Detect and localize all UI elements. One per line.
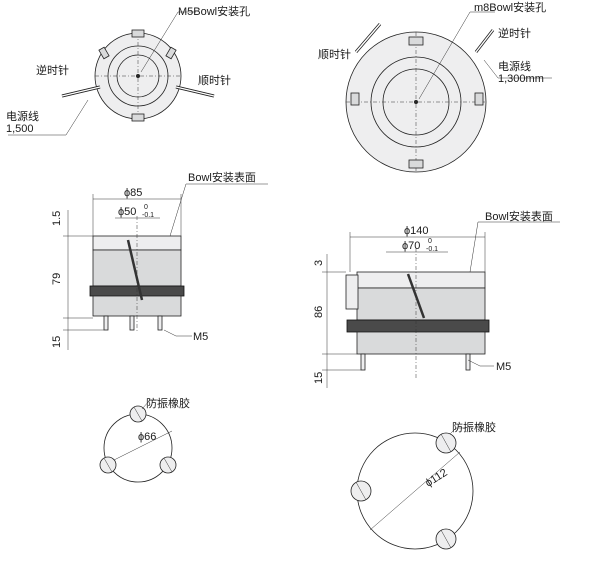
small-cable-leader <box>8 99 89 136</box>
small-surface-leader <box>169 183 268 237</box>
large-h-bottom: 15 <box>313 372 325 384</box>
small-tol-upper: 0 <box>144 204 148 211</box>
large-inner-dia: ϕ70 <box>402 240 420 252</box>
small-screw-leader <box>163 329 192 337</box>
large-cable-label: 电源线 <box>498 59 531 73</box>
small-boss-top <box>131 29 145 38</box>
small-foot-leader <box>141 399 158 410</box>
large-cable-leader <box>483 59 552 79</box>
large-boss-top <box>408 36 424 46</box>
small-pcd-label: ϕ66 <box>138 431 156 443</box>
small-boss-bottom <box>131 113 145 122</box>
small-surface-label: Bowl安装表面 <box>188 170 256 184</box>
large-surface-leader <box>469 221 560 273</box>
large-side-boss <box>345 274 359 310</box>
side-view-small: ϕ85 ϕ50 0 -0.1 Bowl安装表面 1.5 79 15 M5 <box>51 170 268 350</box>
large-knurled-ring <box>346 319 490 333</box>
large-boss-bottom <box>408 159 424 169</box>
large-surface-label: Bowl安装表面 <box>485 209 553 223</box>
small-ccw-label: 逆时针 <box>36 63 69 77</box>
large-cable-value: 1,300mm <box>498 73 544 85</box>
large-screw-label: M5 <box>496 361 511 373</box>
large-boss-right <box>474 92 484 106</box>
large-pcd-label: ϕ112 <box>423 467 449 490</box>
large-cw-label: 顺时针 <box>318 47 351 61</box>
large-foot-1 <box>360 353 366 371</box>
small-tol-lower: -0.1 <box>142 212 154 219</box>
small-h-bottom: 15 <box>51 336 63 348</box>
large-base <box>356 331 486 355</box>
small-boss-right <box>165 46 177 60</box>
large-h-body: 86 <box>313 306 325 318</box>
large-h-top: 3 <box>313 260 325 266</box>
small-foot-label: 防振橡胶 <box>146 396 190 410</box>
foot-pattern-large: 防振橡胶 ϕ112 <box>350 420 496 550</box>
large-foot-2 <box>465 353 471 371</box>
small-h-body: 79 <box>51 273 63 285</box>
large-hole-leader <box>418 11 495 100</box>
large-hole-label: m8Bowl安装孔 <box>474 0 546 14</box>
small-cw-label: 顺时针 <box>198 73 231 87</box>
large-ccw-label: 逆时针 <box>498 26 531 40</box>
large-foot-label: 防振橡胶 <box>452 420 496 434</box>
small-foot-3 <box>157 315 163 331</box>
large-tol-upper: 0 <box>428 238 432 245</box>
large-foot-leader <box>449 427 466 435</box>
large-main-body <box>356 287 486 321</box>
small-foot-2 <box>129 315 135 331</box>
small-hole-leader <box>140 11 196 73</box>
side-view-large: ϕ140 ϕ70 0 -0.1 Bowl安装表面 3 86 15 M5 <box>313 209 560 388</box>
large-screw-leader <box>467 359 494 367</box>
large-top-cap <box>356 271 486 289</box>
top-view-large: m8Bowl安装孔 顺时针 逆时针 电源线 1,300mm <box>318 0 552 173</box>
small-cable-label: 电源线 <box>6 109 39 123</box>
small-boss-left <box>98 46 110 60</box>
foot-pattern-small: 防振橡胶 ϕ66 <box>99 396 190 483</box>
small-cable-value: 1,500 <box>6 123 34 135</box>
large-tol-lower: -0.1 <box>426 246 438 253</box>
top-view-small: M5Bowl安装孔 逆时针 顺时针 电源线 1,500 <box>6 4 250 136</box>
small-cable-side <box>126 239 144 301</box>
small-outer-dia: ϕ85 <box>124 187 142 199</box>
small-hole-label: M5Bowl安装孔 <box>178 4 250 18</box>
large-boss-left <box>350 92 360 106</box>
large-pcd-dim-line <box>369 451 461 531</box>
large-outer-dia: ϕ140 <box>404 225 429 237</box>
small-pcd-dim-line <box>103 430 173 466</box>
small-foot-1 <box>103 315 109 331</box>
small-screw-label: M5 <box>193 331 208 343</box>
small-h-top: 1.5 <box>51 211 63 226</box>
small-inner-dia: ϕ50 <box>118 206 136 218</box>
